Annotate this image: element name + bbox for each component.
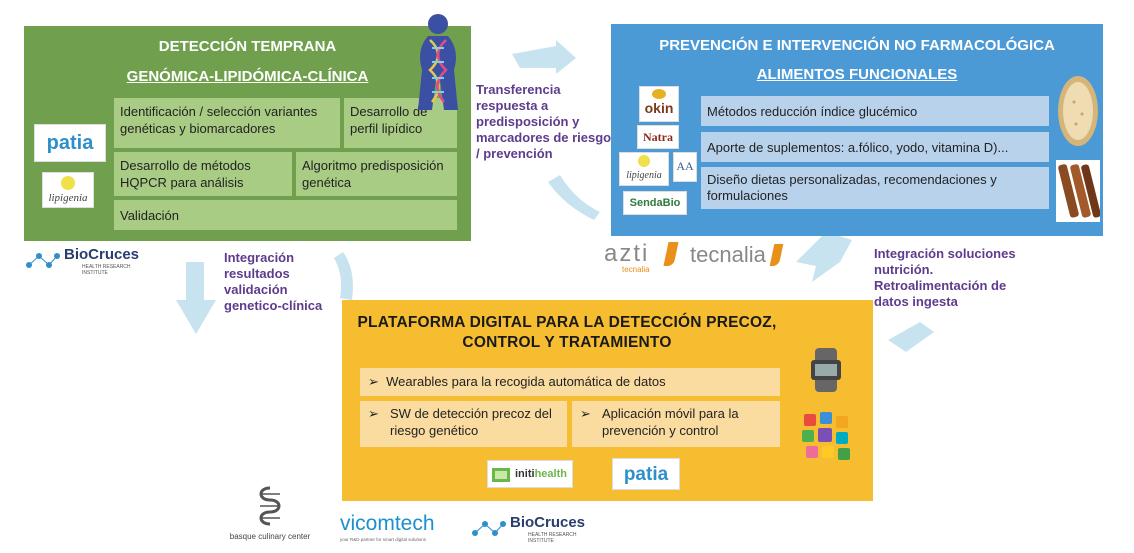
azti-mark-icon	[663, 242, 679, 266]
bcc-mark-icon	[259, 486, 281, 526]
biocruces-logo-bottom: BioCruces HEALTH RESEARCH INSTITUTE	[470, 512, 590, 544]
platform-cell-wearables: ➢ Wearables para la recogida automática …	[360, 368, 780, 396]
flow-text-right: Integración soluciones nutrición. Retroa…	[874, 246, 1016, 309]
sendabio-logo: SendaBio	[623, 191, 687, 215]
prevention-subtitle: ALIMENTOS FUNCIONALES	[756, 66, 958, 83]
bcc-logo: basque culinary center	[220, 484, 320, 546]
lipigenia-logo: lipigenia	[42, 172, 94, 208]
detection-cell-variants: Identificación / selección variantes gen…	[114, 98, 340, 148]
azti-logo: azti tecnalia	[604, 240, 682, 276]
detection-cell-validation: Validación	[114, 200, 457, 230]
detection-cell-lipid: Desarrollo de perfil lipídico	[344, 98, 457, 148]
prevention-panel: PREVENCIÓN E INTERVENCIÓN NO FARMACOLÓGI…	[611, 24, 1103, 236]
prevention-cell-supplements: Aporte de suplementos: a.fólico, yodo, v…	[701, 132, 1049, 162]
vicomtech-logo: vicomtech your R&D partner for smart dig…	[340, 512, 435, 542]
detection-cell-hqpcr: Desarrollo de métodos HQPCR para análisi…	[114, 152, 292, 196]
biocruces-bottom-network-icon	[472, 521, 506, 536]
bullet-icon: ➢	[580, 406, 591, 421]
biocruces-logo: BioCruces HEALTH RESEARCH INSTITUTE	[24, 246, 144, 276]
arrow-top-right-icon	[548, 175, 600, 220]
lipigenia-small-mark-icon	[638, 155, 650, 167]
flow-text-left: Integración resultados validación geneti…	[224, 250, 323, 313]
platform-panel: PLATAFORMA DIGITAL PARA LA DETECCIÓN PRE…	[342, 300, 873, 501]
prevention-title: PREVENCIÓN E INTERVENCIÓN NO FARMACOLÓGI…	[659, 37, 1055, 54]
patia-logo-platform: patia	[612, 458, 680, 490]
arrow-right-lower-icon	[888, 322, 934, 352]
arrow-top-icon	[512, 40, 576, 74]
okin-logo: okin	[639, 86, 679, 122]
lipigenia-logo-small: lipigenia	[619, 152, 669, 186]
flow-text-top: Transferencia respuesta a predisposición…	[476, 82, 612, 161]
patia-logo: patia	[34, 124, 106, 162]
wearable-icon	[811, 348, 841, 392]
platform-cell-app: ➢ Aplicación móvil para la prevención y …	[572, 401, 780, 447]
tecnalia-logo: tecnalia	[690, 240, 790, 272]
platform-cell-sw: ➢ SW de detección precoz del riesgo gené…	[360, 401, 567, 447]
platform-cell-app-text: Aplicación móvil para la prevención y co…	[602, 406, 739, 438]
detection-subtitle: GENÓMICA-LIPIDÓMICA-CLÍNICA	[126, 68, 369, 85]
platform-cell-sw-text: SW de detección precoz del riesgo genéti…	[390, 406, 552, 438]
dna-figure-icon	[418, 14, 458, 110]
aa-logo: AA	[673, 152, 697, 182]
detection-panel: DETECCIÓN TEMPRANA GENÓMICA-LIPIDÓMICA-C…	[24, 14, 471, 241]
tecnalia-mark-icon	[769, 244, 784, 266]
arrow-left-arc-icon	[334, 252, 353, 300]
detection-cell-algorithm: Algoritmo predisposición genética	[296, 152, 457, 196]
initihealth-logo: initihealth	[487, 460, 573, 488]
apps-icon	[802, 412, 850, 460]
biocruces-network-icon	[26, 253, 60, 268]
prevention-cell-diets: Diseño dietas personalizadas, recomendac…	[701, 167, 1049, 209]
lipigenia-mark-icon	[61, 176, 75, 190]
platform-title: PLATAFORMA DIGITAL PARA LA DETECCIÓN PRE…	[357, 314, 777, 331]
platform-subtitle: CONTROL Y TRATAMIENTO	[462, 334, 672, 351]
natra-logo: Natra	[637, 125, 679, 149]
arrow-left-icon	[176, 262, 216, 334]
detection-title: DETECCIÓN TEMPRANA	[158, 38, 337, 55]
okin-mark-icon	[652, 89, 666, 99]
cinnamon-icon	[1056, 160, 1100, 222]
prevention-cell-glycemic: Métodos reducción índice glucémico	[701, 96, 1049, 126]
bread-icon	[1058, 76, 1098, 146]
bullet-icon: ➢	[368, 406, 379, 421]
initihealth-mark-icon	[492, 468, 510, 482]
bullet-icon: ➢	[368, 374, 379, 389]
arrow-right-icon	[796, 232, 852, 282]
platform-cell-wearables-text: Wearables para la recogida automática de…	[386, 374, 666, 389]
